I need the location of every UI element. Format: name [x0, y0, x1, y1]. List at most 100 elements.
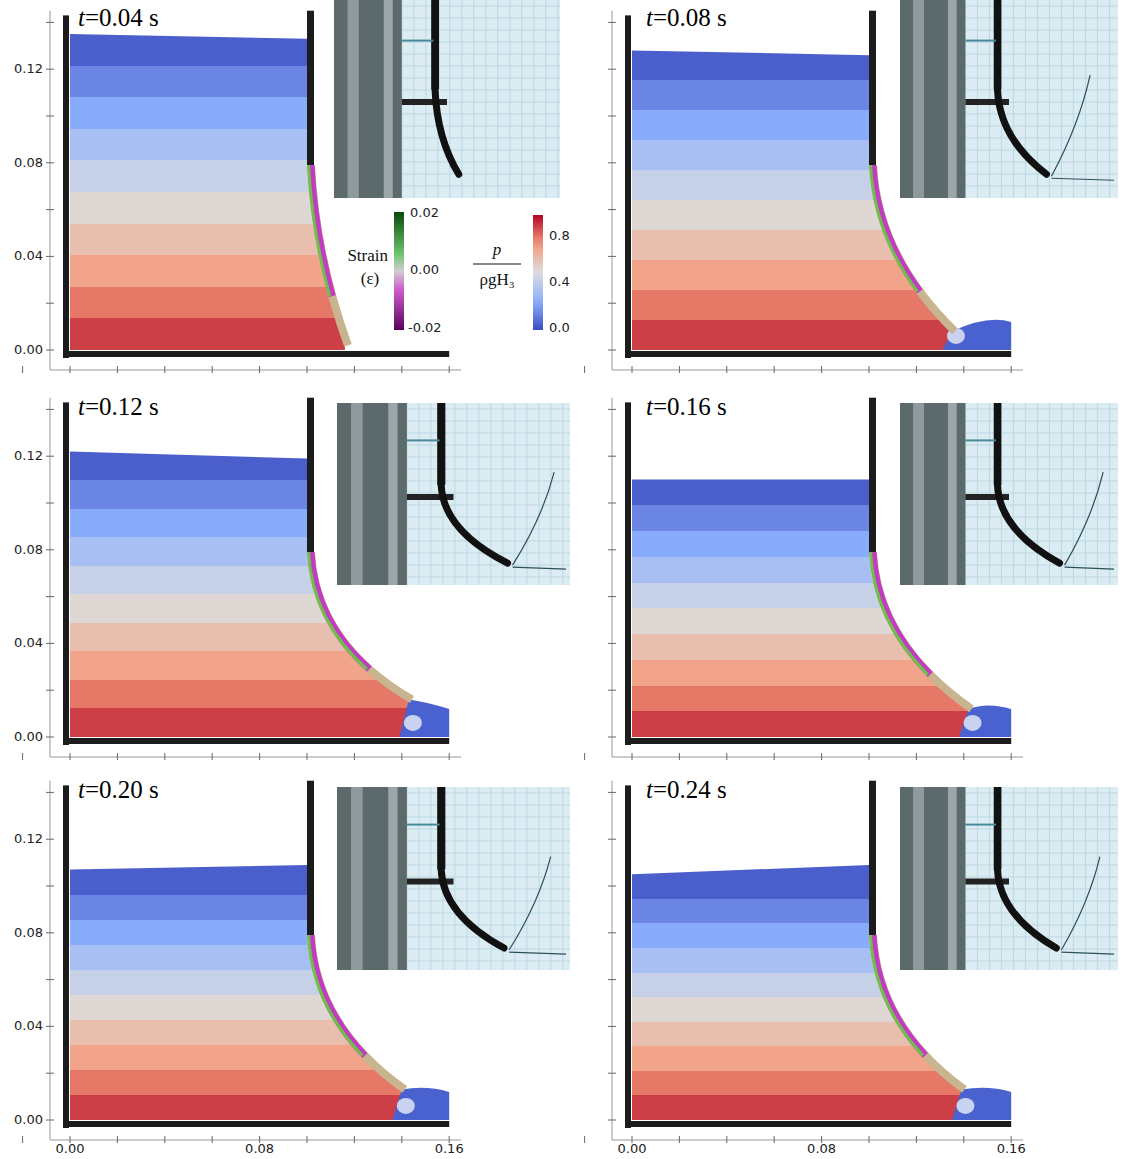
photo-splash [513, 472, 555, 565]
photo-grid [407, 961, 570, 962]
axis-tick-label: 0.04 [14, 636, 43, 650]
axis-tick [164, 753, 165, 760]
photo-apparatus [351, 403, 363, 585]
experiment-photo [900, 403, 1118, 585]
photo-grid [402, 6, 560, 7]
colorbar-tick-label: 0.00 [410, 263, 439, 277]
axis-tick [46, 932, 54, 933]
axis-tick [608, 1073, 616, 1074]
photo-grid [965, 54, 1118, 55]
photo-grid [407, 409, 570, 410]
axis-tick [608, 162, 616, 163]
photo-grid [1061, 787, 1062, 970]
axis-tick [608, 792, 616, 793]
photo-grid [965, 162, 1118, 163]
axis-tick [608, 409, 616, 410]
photo-grid [1073, 787, 1074, 970]
photo-grid [407, 853, 570, 854]
axis-tick [212, 1136, 213, 1143]
photo-grid [965, 565, 1118, 566]
axis-tick [726, 366, 727, 373]
photo-grid [965, 66, 1118, 67]
axis-tick [608, 303, 616, 304]
photo-apparatus [337, 787, 407, 970]
photo-grid [965, 18, 1118, 19]
photo-grid [1109, 403, 1110, 585]
photo-grid [965, 421, 1118, 422]
photo-apparatus [334, 0, 402, 198]
axis-tick [401, 366, 402, 373]
axis-tick [22, 753, 23, 760]
photo-plate [997, 485, 1059, 563]
tank-wall [625, 402, 631, 745]
axis-tick [1011, 753, 1012, 760]
photo-grid [965, 805, 1118, 806]
axis-tick [608, 209, 616, 210]
photo-grid [965, 901, 1118, 902]
axis-tick [46, 456, 54, 457]
axis-tick [46, 256, 54, 257]
axis-tick [117, 1136, 118, 1143]
axis-tick [726, 753, 727, 760]
axis-tick [164, 366, 165, 373]
axis-tick [70, 753, 71, 760]
photo-grid [526, 787, 527, 970]
axis-tick [963, 366, 964, 373]
axis-tick [449, 366, 450, 373]
photo-apparatus [913, 403, 924, 585]
photo-grid [965, 138, 1118, 139]
axis-line [50, 11, 51, 370]
axis-tick-label: 0.00 [14, 343, 43, 357]
axis-tick [22, 1136, 23, 1143]
tank-floor [63, 1121, 449, 1127]
axis-tick [916, 1136, 917, 1143]
photo-grid [965, 481, 1118, 482]
axis-tick-label: 0.08 [14, 926, 43, 940]
photo-grid [965, 949, 1118, 950]
colorbar-tick-label: 0.4 [549, 275, 570, 289]
axis-tick-label: 0.08 [14, 543, 43, 557]
axis-tick [259, 366, 260, 373]
photo-background [337, 403, 570, 585]
axis-tick-label: 0.04 [14, 249, 43, 263]
photo-grid [1085, 787, 1086, 970]
tank-floor [63, 738, 449, 744]
axis-line [612, 781, 613, 1140]
photo-grid [562, 403, 563, 585]
axis-tick [608, 1026, 616, 1027]
photo-splash [1061, 952, 1114, 954]
photo-grid [1061, 403, 1062, 585]
photo-grid [466, 403, 467, 585]
axis-tick [608, 886, 616, 887]
axis-tick [608, 456, 616, 457]
axis-tick [916, 753, 917, 760]
axis-line [612, 757, 1023, 758]
photo-grid [514, 403, 515, 585]
photo-grid [965, 841, 1118, 842]
photo-grid [965, 90, 1118, 91]
photo-background [337, 787, 570, 970]
photo-wall [437, 787, 445, 869]
water-jet [399, 700, 449, 737]
axis-tick [259, 753, 260, 760]
photo-grid [407, 505, 570, 506]
photo-grid [514, 787, 515, 970]
photo-grid [402, 66, 560, 67]
axis-tick-label: 0.12 [14, 62, 43, 76]
axis-tick-label: 0.08 [245, 1142, 274, 1156]
photo-grid [402, 30, 560, 31]
axis-tick [46, 503, 54, 504]
simulation-panel [23, 398, 461, 760]
axis-tick [608, 22, 616, 23]
axis-tick [46, 1026, 54, 1027]
axis-tick [354, 366, 355, 373]
experiment-photo [337, 787, 570, 970]
experiment-photo [334, 0, 560, 198]
rigid-gate [869, 781, 876, 935]
axis-tick [22, 366, 23, 373]
axis-tick [46, 690, 54, 691]
tank-wall [63, 402, 69, 745]
photo-grid [965, 445, 1118, 446]
photo-wall [437, 403, 445, 485]
photo-grid [1085, 403, 1086, 585]
